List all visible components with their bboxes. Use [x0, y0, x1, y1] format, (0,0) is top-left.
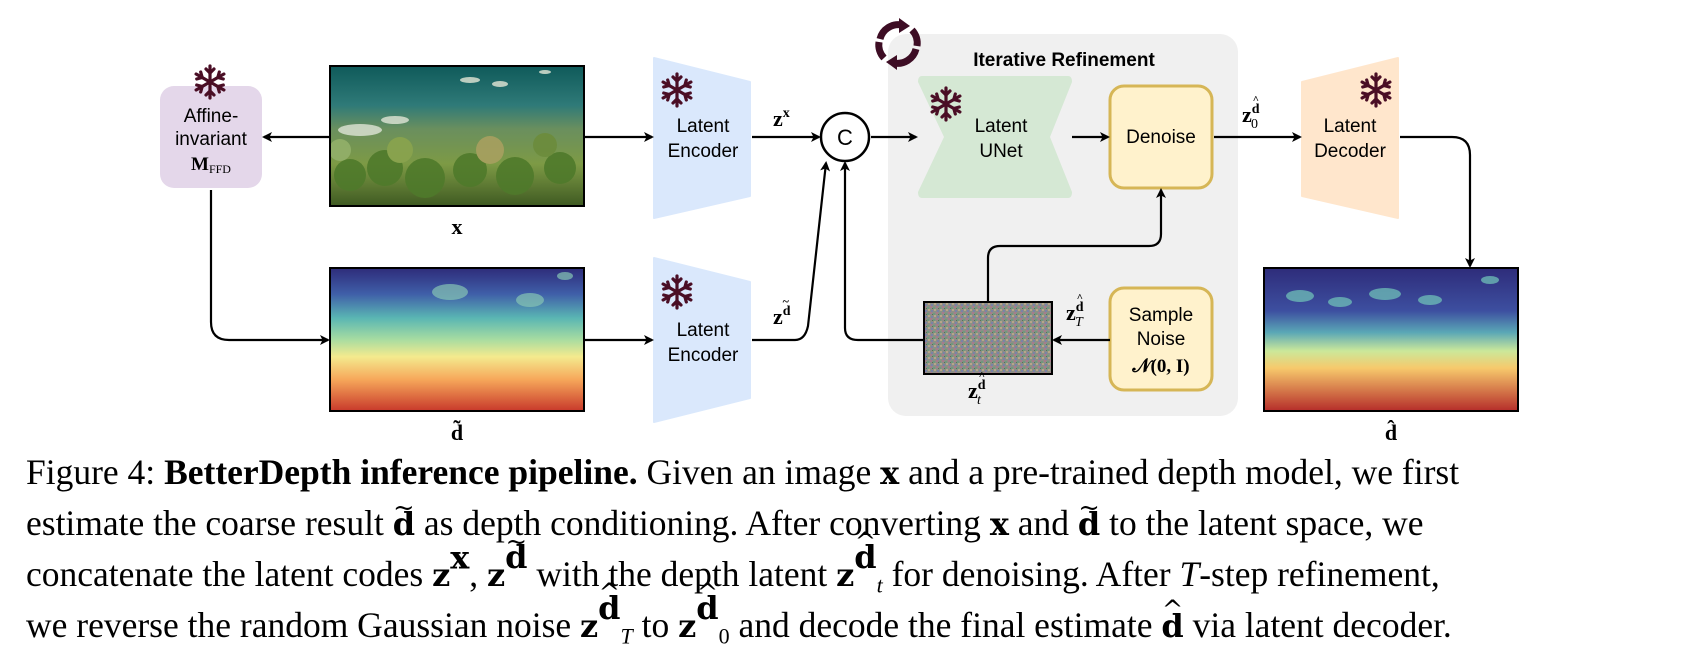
- label-zx: zx: [773, 106, 790, 131]
- arrow-noise-to-concat: [840, 161, 924, 342]
- encoder-top-label-line2: Encoder: [668, 141, 739, 162]
- encoder-top-label-line1: Latent: [677, 116, 731, 137]
- ffd-label-line2: invariant: [175, 129, 248, 150]
- sample-noise-label-line2: Noise: [1137, 329, 1186, 350]
- concat-label: C: [837, 125, 853, 150]
- label-d-hat: d̂: [1385, 420, 1397, 440]
- arrow-noise-to-denoise: [986, 188, 1166, 302]
- caption-line-3: concatenate the latent codes zx, zd~ wit…: [26, 526, 1440, 598]
- caption-line-1: Figure 4: BetterDepth inference pipeline…: [26, 452, 1460, 492]
- coarse-depth-image: [329, 267, 585, 412]
- output-depth-image: [1263, 267, 1519, 412]
- decoder-label-line2: Decoder: [1314, 141, 1386, 162]
- decoder-label-line1: Latent: [1324, 116, 1378, 137]
- noise-distribution: 𝒩(0, I): [1131, 356, 1189, 377]
- unet-label-line2: UNet: [979, 141, 1023, 162]
- ffd-label-line1: Affine-: [184, 106, 239, 127]
- label-zT: zd^T: [1066, 292, 1084, 330]
- label-zt: zd^t: [968, 370, 986, 408]
- latent-decoder: [1301, 57, 1399, 219]
- caption-line-4: we reverse the random Gaussian noise zd^…: [26, 577, 1452, 649]
- caption-title: BetterDepth inference pipeline.: [164, 452, 638, 492]
- unet-label-line1: Latent: [975, 116, 1029, 137]
- cycle-icon: [875, 18, 921, 70]
- group-title: Iterative Refinement: [973, 50, 1155, 71]
- label-z0: zd^0: [1242, 94, 1260, 132]
- arrow-encoder2-to-concat: [752, 161, 831, 342]
- noise-latent-image: [923, 301, 1053, 375]
- figure-caption: Figure 4: BetterDepth inference pipeline…: [26, 447, 1666, 651]
- denoise-label: Denoise: [1126, 127, 1196, 148]
- input-image: [329, 65, 585, 207]
- sample-noise-label-line1: Sample: [1129, 305, 1193, 326]
- ffd-snowflake-icon: [194, 64, 226, 100]
- label-zd-tilde: zd~: [773, 294, 791, 329]
- pipeline-diagram: Iterative Refinement Affine- invariant M…: [160, 18, 1519, 440]
- affine-invariant-model-box: [160, 86, 262, 188]
- encoder-bottom-label-line1: Latent: [677, 320, 731, 341]
- arrow-decoder-to-output: [1400, 135, 1475, 268]
- arrow-ffd-to-depth: [209, 190, 330, 345]
- caption-line-2: estimate the coarse result d~ as depth c…: [26, 493, 1424, 543]
- encoder-bottom-label-line2: Encoder: [668, 345, 739, 366]
- label-x: x: [452, 214, 463, 239]
- label-d-tilde: d̃: [451, 420, 463, 440]
- ffd-symbol: MFFD: [191, 154, 231, 176]
